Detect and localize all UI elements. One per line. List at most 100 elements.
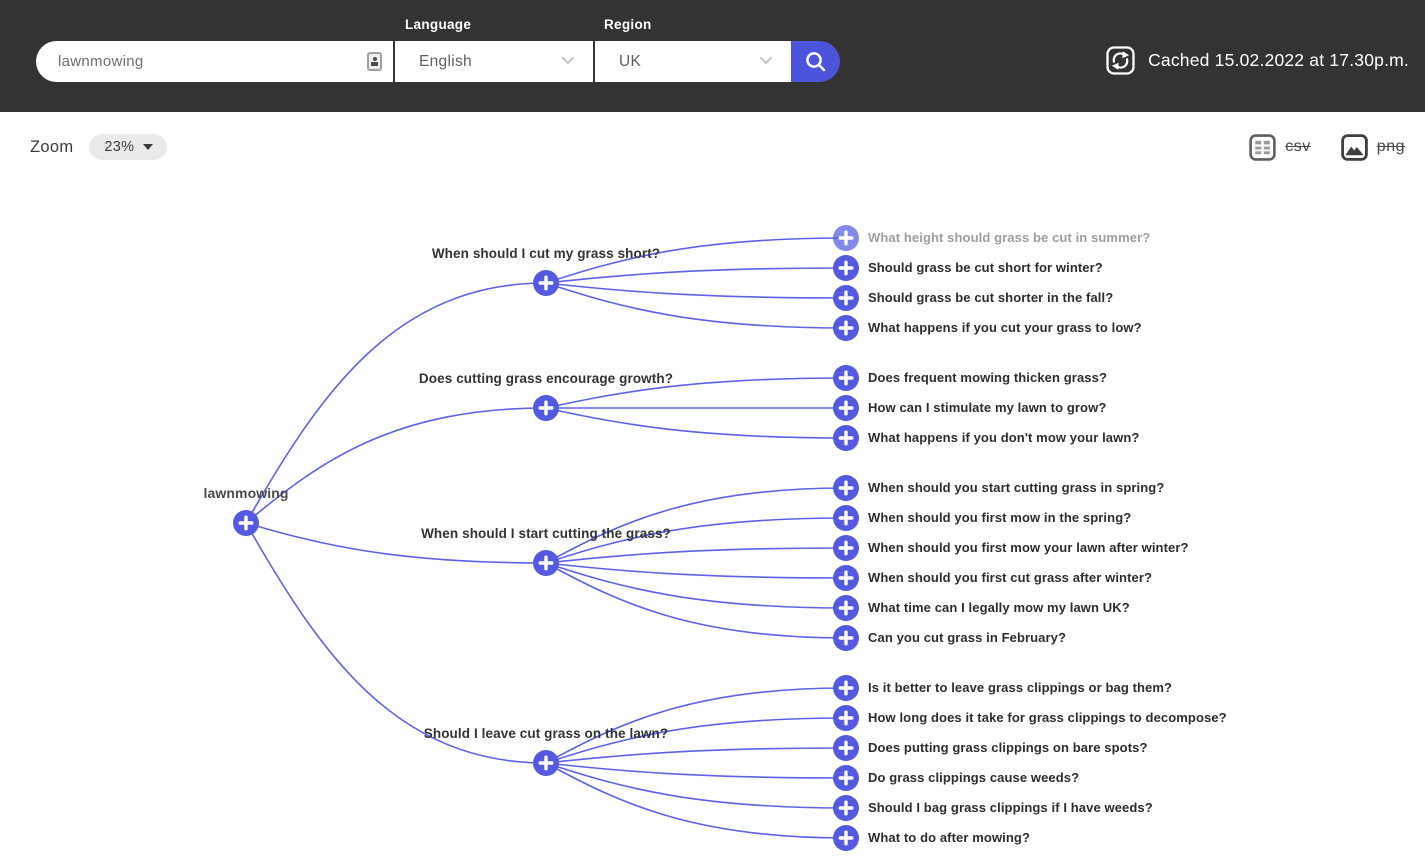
leaf-label: What happens if you cut your grass to lo…	[868, 320, 1142, 335]
expand-node-button[interactable]	[833, 535, 859, 561]
expand-node-button[interactable]	[533, 395, 559, 421]
expand-node-button[interactable]	[833, 825, 859, 851]
refresh-icon[interactable]	[1106, 46, 1135, 75]
export-png-button[interactable]: png	[1340, 133, 1405, 161]
leaf-label: Should grass be cut short for winter?	[868, 260, 1103, 275]
expand-node-button[interactable]	[833, 565, 859, 591]
leaf-label: Does frequent mowing thicken grass?	[868, 370, 1107, 385]
tree-link	[545, 267, 847, 284]
expand-node-button[interactable]	[533, 550, 559, 576]
leaf-label: When should you start cutting grass in s…	[868, 480, 1165, 495]
expand-node-button[interactable]	[833, 425, 859, 451]
expand-node-button[interactable]	[833, 765, 859, 791]
leaf-label: When should you first mow your lawn afte…	[868, 540, 1189, 555]
expand-node-button[interactable]	[833, 675, 859, 701]
tree-link	[545, 562, 847, 609]
export-png-label: png	[1376, 138, 1405, 155]
language-label: Language	[405, 17, 472, 32]
region-select[interactable]: UK	[595, 41, 791, 82]
leaf-label: Do grass clippings cause weeds?	[868, 770, 1080, 785]
chevron-down-icon	[561, 51, 575, 65]
expand-node-button[interactable]	[833, 475, 859, 501]
leaf-label: Should grass be cut shorter in the fall?	[868, 290, 1114, 305]
tree-link	[545, 377, 847, 409]
tree-link	[545, 237, 847, 284]
tree-link	[545, 282, 847, 299]
expand-node-button[interactable]	[833, 315, 859, 341]
expand-node-button[interactable]	[833, 225, 859, 251]
leaf-label: What height should grass be cut in summe…	[868, 230, 1151, 245]
expand-node-button[interactable]	[833, 505, 859, 531]
chevron-down-icon	[759, 51, 773, 65]
toolbar: Zoom 23% csv png	[0, 112, 1425, 182]
expand-node-button[interactable]	[533, 750, 559, 776]
autofill-icon	[367, 52, 382, 71]
tree-link	[545, 747, 847, 764]
leaf-label: Should I bag grass clippings if I have w…	[868, 800, 1153, 815]
search-row: English UK	[36, 41, 840, 82]
zoom-control: Zoom 23%	[30, 112, 168, 182]
export-group: csv png	[1249, 112, 1405, 182]
region-label: Region	[604, 17, 652, 32]
tree-link	[545, 762, 847, 809]
tree-link	[545, 687, 847, 764]
top-bar: Language Region English UK	[0, 0, 1425, 112]
tree-link	[245, 282, 547, 524]
expand-node-button[interactable]	[833, 395, 859, 421]
cached-text: Cached 15.02.2022 at 17.30p.m.	[1148, 50, 1409, 70]
tree-link	[545, 762, 847, 779]
zoom-label: Zoom	[30, 137, 74, 156]
leaf-label: How can I stimulate my lawn to grow?	[868, 400, 1107, 415]
expand-node-button[interactable]	[833, 705, 859, 731]
leaf-label: Can you cut grass in February?	[868, 630, 1067, 645]
expand-node-button[interactable]	[233, 510, 259, 536]
tree-link	[545, 762, 847, 839]
expand-node-button[interactable]	[833, 735, 859, 761]
tree-link	[545, 407, 847, 439]
tree-link	[245, 407, 547, 524]
tree-link	[245, 522, 547, 764]
zoom-value: 23%	[104, 139, 135, 155]
language-select-value: English	[419, 52, 472, 70]
expand-node-button[interactable]	[833, 795, 859, 821]
csv-table-icon	[1249, 133, 1276, 161]
expand-node-button[interactable]	[833, 255, 859, 281]
tree-link	[545, 517, 847, 564]
tree-link	[545, 282, 847, 329]
leaf-label: When should you first mow in the spring?	[868, 510, 1132, 525]
branch-label: When should I cut my grass short?	[431, 246, 661, 261]
png-image-icon	[1340, 133, 1368, 161]
tree-link	[545, 547, 847, 564]
language-select[interactable]: English	[395, 41, 593, 82]
leaf-label: Does putting grass clippings on bare spo…	[868, 740, 1148, 755]
branch-label: When should I start cutting the grass?	[421, 526, 671, 541]
expand-node-button[interactable]	[833, 285, 859, 311]
tree-link	[545, 487, 847, 564]
leaf-label: When should you first cut grass after wi…	[868, 570, 1153, 585]
expand-node-button[interactable]	[833, 365, 859, 391]
zoom-select[interactable]: 23%	[89, 134, 168, 160]
root-label: lawnmowing	[203, 485, 289, 501]
leaf-label: What time can I legally mow my lawn UK?	[868, 600, 1130, 615]
search-icon	[805, 51, 825, 71]
leaf-label: Is it better to leave grass clippings or…	[868, 680, 1173, 695]
caret-down-icon	[143, 144, 154, 150]
branch-label: Should I leave cut grass on the lawn?	[423, 726, 669, 741]
export-csv-button[interactable]: csv	[1249, 133, 1311, 161]
tree-link	[545, 717, 847, 764]
branch-label: Does cutting grass encourage growth?	[418, 371, 674, 386]
search-input[interactable]	[36, 41, 393, 82]
tree-link	[545, 562, 847, 639]
tree-link	[245, 522, 547, 564]
search-button[interactable]	[791, 41, 840, 82]
leaf-label: What happens if you don't mow your lawn?	[868, 430, 1140, 445]
expand-node-button[interactable]	[533, 270, 559, 296]
search-input-wrap	[36, 41, 393, 82]
leaf-label: What to do after mowing?	[868, 830, 1030, 845]
leaf-label: How long does it take for grass clipping…	[868, 710, 1227, 725]
expand-node-button[interactable]	[833, 625, 859, 651]
expand-node-button[interactable]	[833, 595, 859, 621]
tree-link	[545, 562, 847, 579]
export-csv-label: csv	[1285, 138, 1311, 155]
